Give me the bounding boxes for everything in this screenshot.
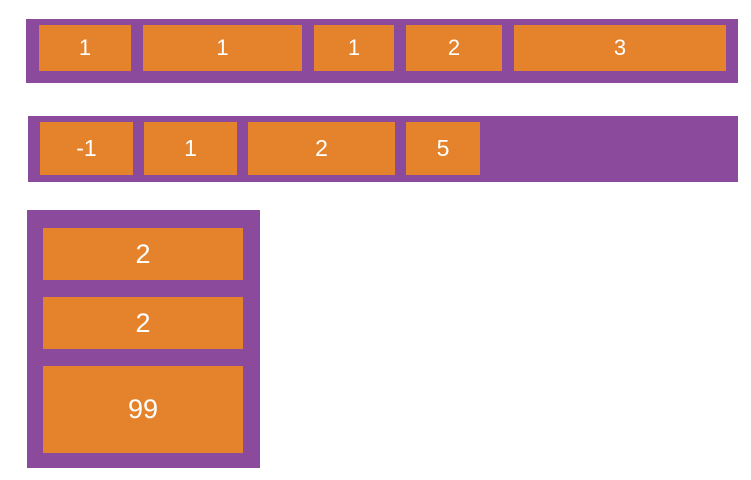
flex-item: -1 xyxy=(40,122,133,175)
flex-item: 5 xyxy=(406,122,480,175)
flex-item: 2 xyxy=(406,25,502,71)
flex-container-top-row: 1 1 1 2 3 xyxy=(26,19,738,83)
flex-container-bottom-column: 2 2 99 xyxy=(27,210,260,468)
flex-item: 2 xyxy=(43,297,243,349)
flex-item: 1 xyxy=(314,25,394,71)
flex-item: 2 xyxy=(43,228,243,280)
flex-item: 3 xyxy=(514,25,726,71)
flex-item: 1 xyxy=(143,25,302,71)
flex-item: 1 xyxy=(144,122,237,175)
flex-item: 1 xyxy=(39,25,131,71)
flex-item: 2 xyxy=(248,122,395,175)
flex-item: 99 xyxy=(43,366,243,453)
flex-container-middle-row: -1 1 2 5 xyxy=(28,116,738,182)
